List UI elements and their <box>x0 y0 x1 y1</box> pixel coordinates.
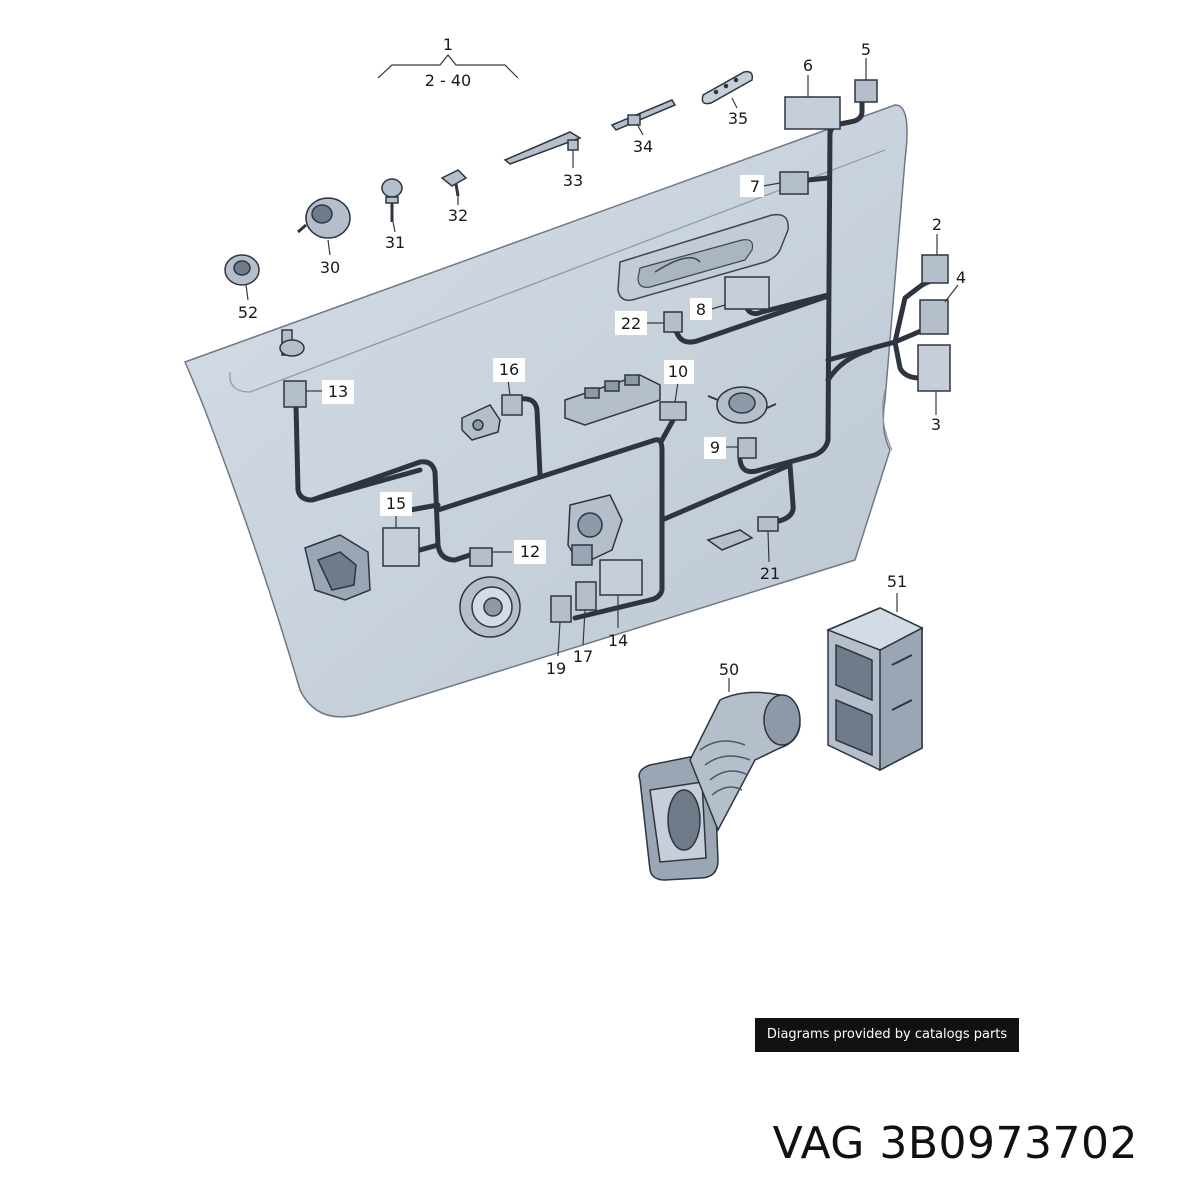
callout-7: 7 <box>750 177 760 196</box>
connector-14 <box>599 559 643 596</box>
connector-13 <box>283 380 307 408</box>
callout-19: 19 <box>546 659 566 678</box>
grommet-30 <box>297 197 351 239</box>
connector-15 <box>382 527 420 567</box>
cable-tie-33 <box>503 131 582 165</box>
callout-3: 3 <box>931 415 941 434</box>
door-panel-rear-edge <box>882 389 893 451</box>
callout-35: 35 <box>728 109 748 128</box>
connector-10 <box>659 401 687 421</box>
grommet-52 <box>224 254 260 286</box>
callout-22: 22 <box>621 314 641 333</box>
window-motor <box>567 494 623 566</box>
cable-tie-34 <box>610 99 677 131</box>
callout-4: 4 <box>956 268 966 287</box>
callout-13: 13 <box>328 382 348 401</box>
connector-21 <box>757 516 779 532</box>
connector-16 <box>501 394 523 416</box>
cable-duct-51 <box>825 607 924 772</box>
connector-8 <box>724 276 770 310</box>
callout-2: 2 <box>932 215 942 234</box>
callout-17: 17 <box>573 647 593 666</box>
clip-31 <box>381 178 403 222</box>
connector-22 <box>663 311 683 333</box>
callout-31: 31 <box>385 233 405 252</box>
callout-10: 10 <box>668 362 688 381</box>
connector-17 <box>575 581 597 611</box>
part-number: VAG 3B0973702 <box>772 1118 1138 1169</box>
connector-5 <box>854 79 878 103</box>
callout-15: 15 <box>386 494 406 513</box>
connectors <box>283 79 951 623</box>
courtesy-light <box>706 529 754 551</box>
callout-labels: 1 2 - 40 6 5 35 34 33 32 31 30 52 7 2 4 … <box>238 35 966 679</box>
callout-9: 9 <box>710 438 720 457</box>
door-handle <box>617 213 789 302</box>
connector-12 <box>469 547 493 567</box>
callout-12: 12 <box>520 542 540 561</box>
door-panel-upper-edge <box>229 149 886 393</box>
callout-52: 52 <box>238 303 258 322</box>
callout-range: 2 - 40 <box>425 71 471 90</box>
foam-sleeve-35 <box>701 70 754 105</box>
connector-7 <box>779 171 809 195</box>
connector-6 <box>784 96 841 130</box>
window-switch-module <box>564 374 661 426</box>
callout-5: 5 <box>861 40 871 59</box>
speaker <box>459 576 521 638</box>
connector-9 <box>737 437 757 459</box>
door-panel <box>183 104 908 718</box>
callout-1: 1 <box>443 35 453 54</box>
connector-3 <box>917 344 951 392</box>
callout-16: 16 <box>499 360 519 379</box>
callout-32: 32 <box>448 206 468 225</box>
connector-2 <box>921 254 949 284</box>
connector-19 <box>550 595 572 623</box>
callout-33: 33 <box>563 171 583 190</box>
callout-8: 8 <box>696 300 706 319</box>
callout-6: 6 <box>803 56 813 75</box>
bolt-13-mount <box>279 329 305 357</box>
callout-51: 51 <box>887 572 907 591</box>
callout-34: 34 <box>633 137 653 156</box>
tweeter <box>707 386 777 424</box>
callout-21: 21 <box>760 564 780 583</box>
mirror-switch <box>461 404 501 441</box>
callout-30: 30 <box>320 258 340 277</box>
rubber-boot-50 <box>638 691 801 881</box>
callout-14: 14 <box>608 631 628 650</box>
connector-4 <box>919 299 949 335</box>
clip-32 <box>440 169 468 197</box>
callout-50: 50 <box>719 660 739 679</box>
attribution-banner: Diagrams provided by catalogs parts <box>755 1018 1019 1052</box>
door-lock <box>304 534 371 601</box>
